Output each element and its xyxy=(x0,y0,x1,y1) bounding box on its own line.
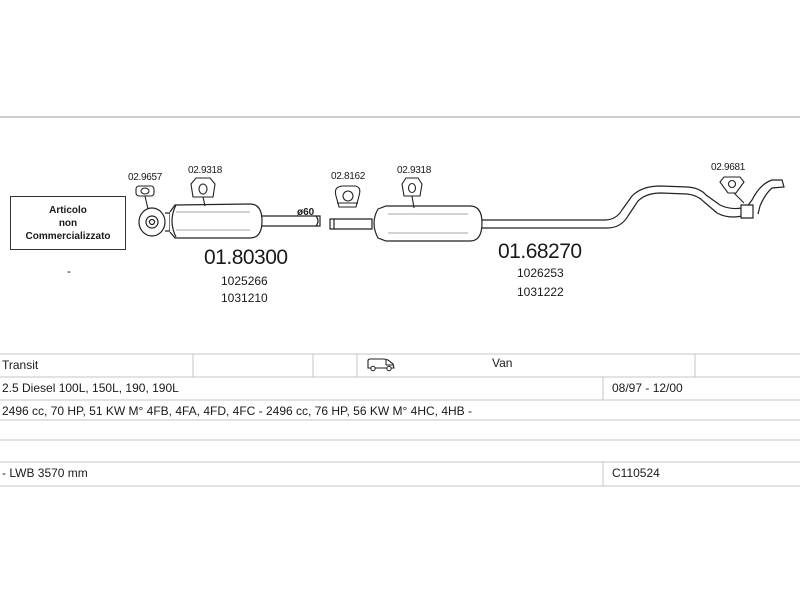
body-type: Van xyxy=(492,356,513,370)
table-grid xyxy=(0,353,800,487)
article-ref-front-1: 1025266 xyxy=(221,274,268,288)
not-available-notice: Articolo non Commercializzato xyxy=(10,196,126,250)
van-icon xyxy=(366,356,396,375)
article-number-rear[interactable]: 01.68270 xyxy=(498,240,582,263)
front-clamp-marker xyxy=(135,185,155,210)
production-dates: 08/97 - 12/00 xyxy=(612,381,683,395)
part-code-hanger-rear[interactable]: 02.9318 xyxy=(397,165,432,176)
rear-silencer xyxy=(329,179,785,242)
engine-details: 2496 cc, 70 HP, 51 KW M° 4FB, 4FA, 4FD, … xyxy=(2,404,472,418)
catalog-code: C110524 xyxy=(612,466,660,480)
rear-hanger-marker xyxy=(401,177,423,209)
article-ref-rear-1: 1026253 xyxy=(517,266,564,280)
front-silencer xyxy=(138,203,321,239)
part-code-clamp-front[interactable]: 02.9657 xyxy=(128,172,163,183)
front-hanger-marker xyxy=(190,177,216,207)
article-ref-front-2: 1031210 xyxy=(221,291,268,305)
part-code-hanger-tail[interactable]: 02.9681 xyxy=(711,162,746,173)
part-code-hanger-front[interactable]: 02.9318 xyxy=(188,165,223,176)
article-number-front[interactable]: 01.80300 xyxy=(204,246,288,269)
notice-line-2: non xyxy=(58,218,78,229)
tail-hanger-marker xyxy=(719,176,745,204)
rear-clamp-marker xyxy=(334,185,361,208)
pipe-diameter-label: ø60 xyxy=(297,207,315,218)
vehicle-model: Transit xyxy=(2,358,39,372)
vehicle-variant: - LWB 3570 mm xyxy=(2,466,88,480)
notice-line-1: Articolo xyxy=(49,205,87,216)
notice-line-3: Commercializzato xyxy=(25,231,111,242)
notice-dash: - xyxy=(67,264,71,278)
engine-summary: 2.5 Diesel 100L, 150L, 190, 190L xyxy=(2,381,179,395)
article-ref-rear-2: 1031222 xyxy=(517,285,564,299)
part-code-clamp-rear[interactable]: 02.8162 xyxy=(331,171,366,182)
